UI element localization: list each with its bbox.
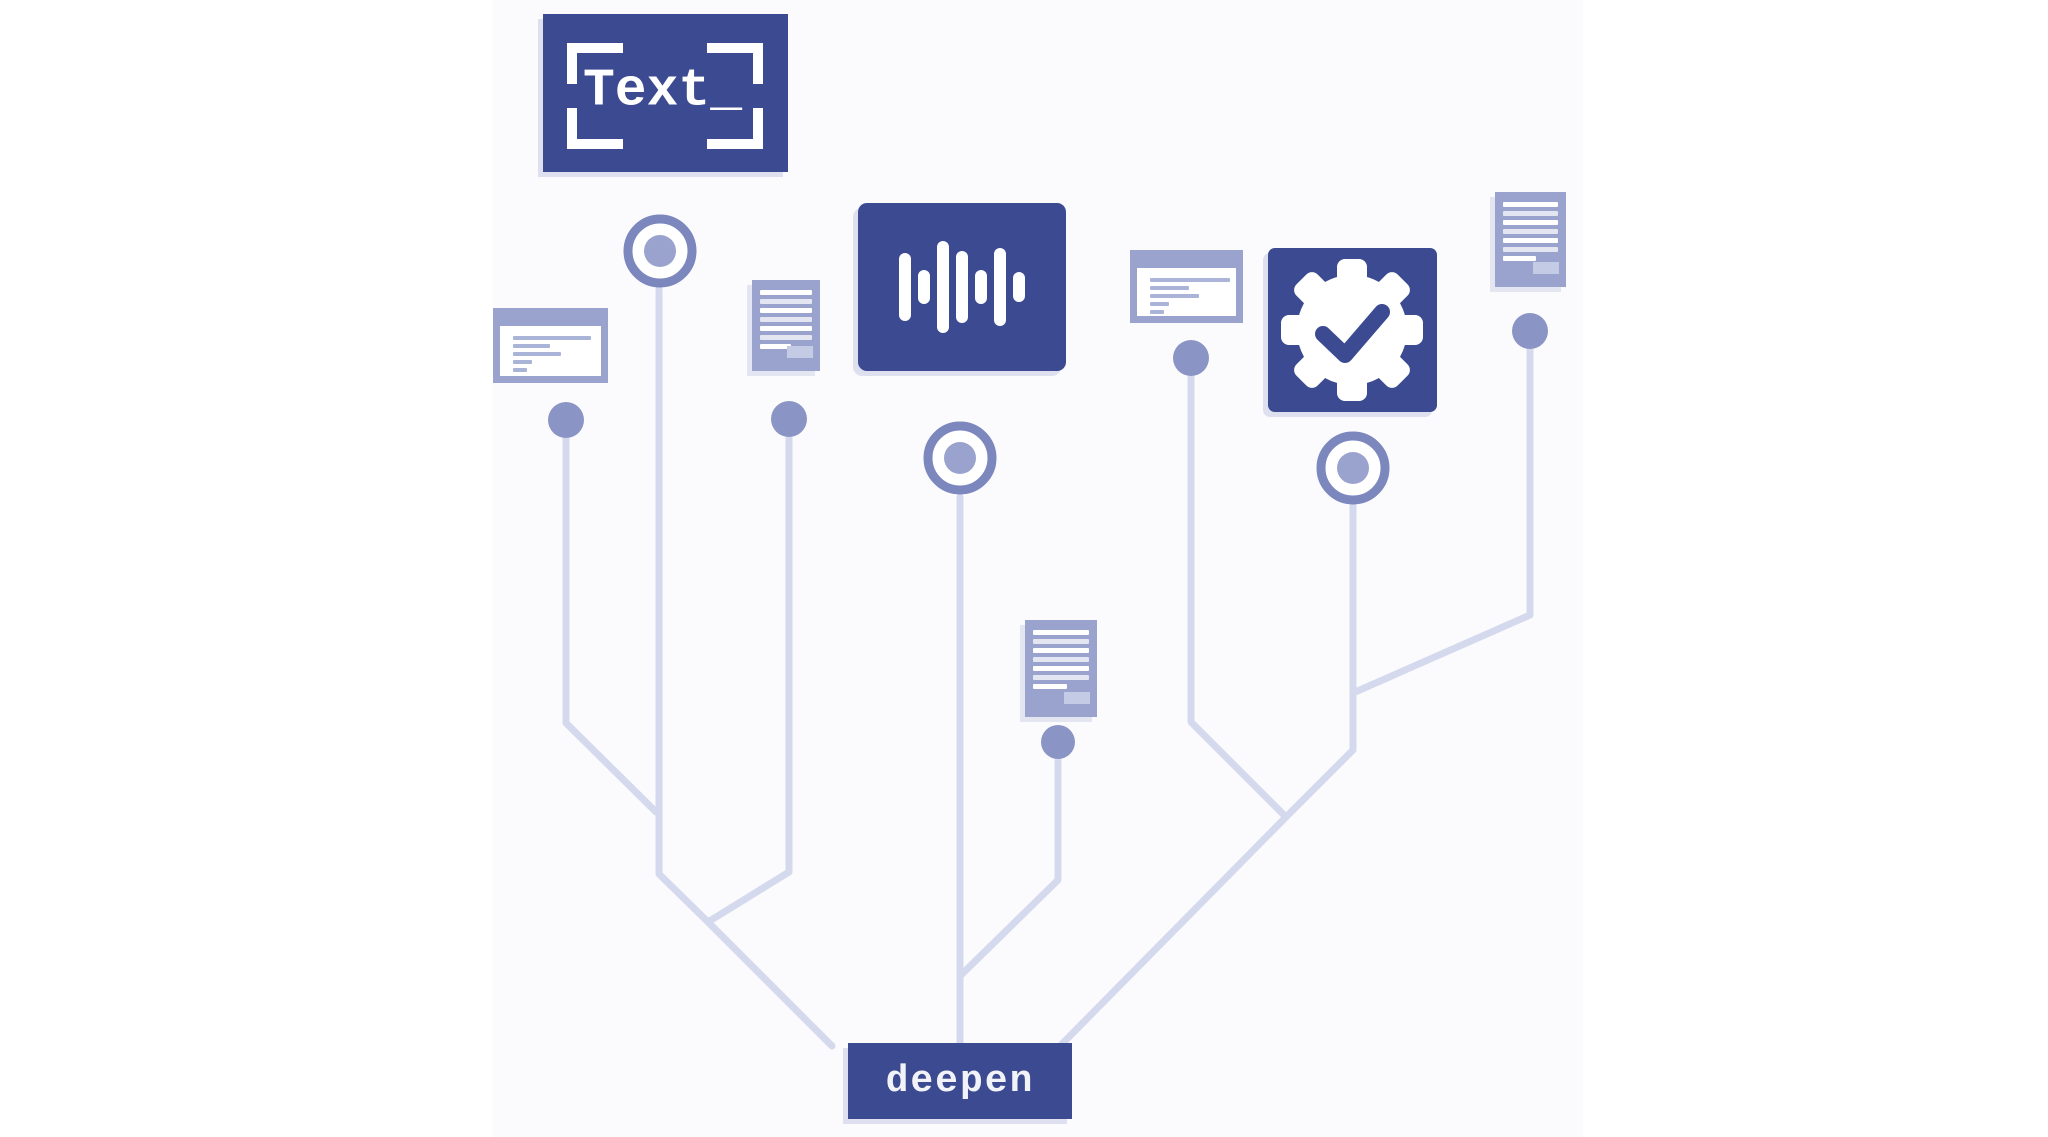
browser-card-icon bbox=[1130, 250, 1243, 323]
frame-bracket-icon bbox=[707, 43, 763, 84]
node-dot-doc1 bbox=[771, 401, 807, 437]
node-dot-doc3 bbox=[1512, 313, 1548, 349]
page-fold bbox=[787, 346, 813, 358]
audio-waveform-icon bbox=[858, 203, 1066, 371]
node-dot-card1 bbox=[548, 402, 584, 438]
text-node-label: Text_ bbox=[582, 60, 743, 121]
deepen-brand-box: deepen bbox=[848, 1043, 1072, 1119]
text-ocr-box: Text_ bbox=[543, 14, 788, 172]
card-text-lines bbox=[500, 326, 601, 372]
card-header-bar bbox=[500, 315, 601, 326]
frame-bracket-icon bbox=[567, 108, 623, 149]
radio-node-inner-dot bbox=[944, 442, 976, 474]
deepen-brand-label: deepen bbox=[885, 1059, 1035, 1103]
frame-bracket-icon bbox=[567, 43, 623, 84]
document-icon bbox=[752, 280, 820, 371]
connector-ring-a bbox=[655, 285, 836, 1050]
background-band bbox=[493, 0, 1583, 1137]
connector-card1 bbox=[562, 433, 660, 816]
document-icon bbox=[1025, 620, 1097, 717]
node-dot-doc2 bbox=[1041, 725, 1075, 759]
radio-node-inner-dot bbox=[644, 235, 676, 267]
frame-bracket-icon bbox=[707, 108, 763, 149]
browser-card-icon bbox=[493, 308, 608, 383]
page-fold bbox=[1064, 692, 1090, 704]
page-fold bbox=[1533, 262, 1559, 274]
connector-doc3 bbox=[1349, 345, 1534, 697]
card-text-lines bbox=[1137, 268, 1236, 314]
verified-badge-icon bbox=[1268, 248, 1437, 412]
card-header-bar bbox=[1137, 257, 1236, 268]
connector-doc1 bbox=[704, 433, 793, 926]
connector-doc2 bbox=[956, 757, 1062, 980]
document-icon bbox=[1495, 192, 1566, 287]
connector-verified bbox=[1058, 502, 1357, 1048]
radio-node-inner-dot bbox=[1337, 452, 1369, 484]
verified-seal bbox=[1281, 259, 1423, 401]
connector-card2 bbox=[1187, 373, 1290, 821]
checkmark-icon bbox=[1315, 304, 1390, 363]
node-dot-card2 bbox=[1173, 340, 1209, 376]
